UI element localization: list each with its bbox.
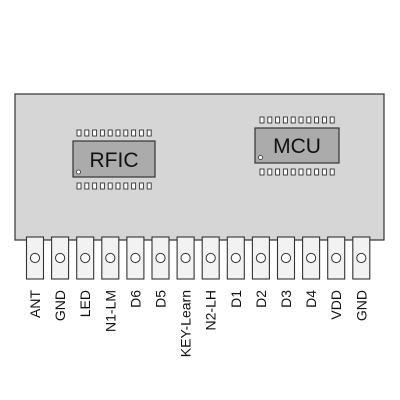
mcu-pins-bottom [259,168,335,176]
header-pin-tabs [25,236,371,280]
pin-hole [130,252,141,264]
pin-label: VDD [328,290,344,320]
mcu-chip: MCU [254,116,340,176]
mcu-body [254,127,340,164]
mcu-leg [329,168,335,176]
pin-hole [230,252,241,264]
pin-label: GND [52,290,68,321]
mcu-leg [290,116,296,124]
pin-hole [306,252,317,264]
pin-hole [55,252,66,264]
pin-label: D5 [153,290,169,308]
pin-hole [280,252,292,264]
mcu-leg [282,168,288,176]
mcu-leg [275,116,281,124]
rfic-label: RFIC [90,149,139,172]
rfic-chip: RFIC [72,129,156,190]
module-board [14,93,385,241]
rfic-pin1-marker [76,169,81,175]
mcu-leg [298,168,304,176]
rfic-leg [138,129,144,137]
mcu-leg [275,168,281,176]
rfic-leg [131,129,137,137]
pin-hole [105,252,116,264]
pin-label: ANT [27,290,43,318]
pin-label: N2-LH [203,290,219,330]
pin-label: LED [77,290,93,317]
pin-label: D4 [303,290,319,308]
mcu-leg [306,168,312,176]
rfic-leg [84,182,90,190]
mcu-leg [306,116,312,124]
rfic-pins-bottom [76,182,152,190]
rfic-leg [146,182,152,190]
rfic-leg [84,129,90,137]
rfic-body [72,140,156,178]
mcu-leg [290,168,296,176]
pin-hole [29,252,41,264]
rfic-leg [146,129,152,137]
pin-hole [331,252,342,264]
mcu-leg [314,116,320,124]
mcu-leg [321,116,327,124]
pin-label: GND [353,290,369,321]
pin-label: KEY-Learn [178,290,194,357]
rfic-pins-top [76,129,152,137]
pin-label: N1-LM [102,290,118,332]
rfic-leg [107,129,113,137]
mcu-pin1-marker [258,155,263,160]
pin-label: D2 [253,290,269,308]
pin-hole [205,252,216,264]
mcu-label: MCU [273,135,321,158]
pin-hole [356,252,367,264]
rfic-leg [131,182,137,190]
mcu-leg [259,168,265,176]
rfic-leg [99,182,105,190]
mcu-pins-top [259,116,335,124]
pin-hole [255,252,266,264]
mcu-leg [329,116,335,124]
header-pin-labels: ANT GND LED N1-LM D6 D5 KEY-Learn N2-LH D1 D2 D3 D4… [27,290,369,358]
rfic-leg [115,182,121,190]
rfic-leg [92,182,98,190]
rfic-leg [123,129,129,137]
rfic-leg [99,129,105,137]
mcu-leg [282,116,288,124]
mcu-leg [298,116,304,124]
rfic-leg [76,182,82,190]
pin-hole [180,252,191,264]
rfic-leg [138,182,144,190]
mcu-leg [259,116,265,124]
mcu-leg [267,116,273,124]
pin-hole [80,252,91,264]
mcu-leg [314,168,320,176]
rfic-leg [76,129,82,137]
mcu-leg [267,168,273,176]
mcu-leg [321,168,327,176]
pin-label: D1 [228,290,244,308]
rfic-leg [123,182,129,190]
pin-label: D6 [127,290,143,308]
pin-label: D3 [278,290,294,308]
rfic-leg [115,129,121,137]
rfic-leg [107,182,113,190]
rfic-leg [92,129,98,137]
pin-hole [155,252,166,264]
